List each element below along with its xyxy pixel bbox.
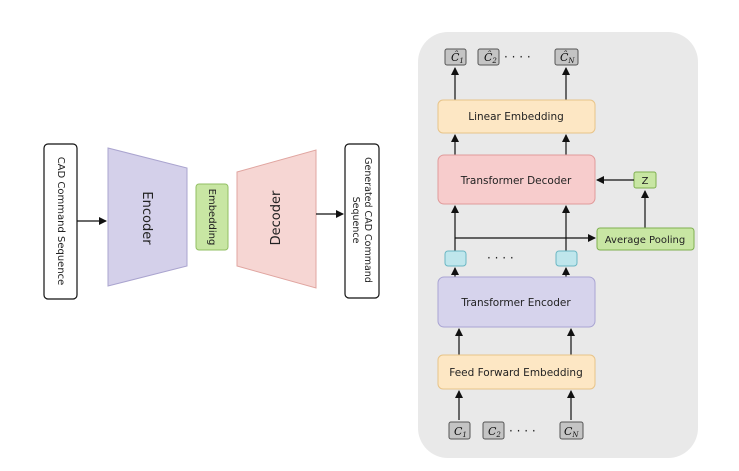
input-token-cn-sub: N [571,431,579,439]
svg-text:C2: C2 [488,425,501,439]
encoder-label: Encoder [139,191,154,245]
output-label-line2: Sequence [350,197,361,244]
output-sequence-label: Generated CAD Command Sequence [350,157,373,283]
output-token-c1-label: Ĉ [451,50,460,64]
linear-embedding-block [437,99,596,134]
left-autoencoder-diagram: CAD Command Sequence Encoder Embedding D… [43,143,380,300]
transformer-encoder-label: Transformer Encoder [460,297,571,309]
svg-text:C1: C1 [454,425,467,439]
embedding-label: Embedding [206,189,217,246]
svg-text:Ĉ2: Ĉ2 [484,50,497,65]
input-token-c2-sub: 2 [495,431,501,439]
output-sequence-box [344,143,380,299]
output-token-cn [554,48,579,66]
latent-cell-first [444,250,467,267]
encoder-block [107,147,188,287]
input-token-cn [559,421,584,440]
average-pooling-block [596,227,695,251]
input-token-c1-sub: 1 [462,431,466,439]
linear-embedding-label: Linear Embedding [468,111,564,123]
input-token-c1 [448,421,471,440]
latent-dots: · · · · [487,251,514,265]
z-label: Z [642,176,649,187]
output-token-c1 [444,48,467,66]
output-token-c1-sub: 1 [459,57,463,65]
transformer-encoder-block [437,276,596,328]
output-token-cn-label: Ĉ [560,50,569,64]
average-pooling-label: Average Pooling [605,235,685,246]
svg-text:CN: CN [564,425,579,439]
latent-cell-last [555,250,578,267]
feed-forward-embedding-label: Feed Forward Embedding [449,367,583,379]
input-token-cn-label: C [564,425,573,438]
output-dots: · · · · [504,50,531,64]
input-token-c2 [482,421,505,440]
svg-text:ĈN: ĈN [560,50,575,65]
right-panel-background [418,32,698,458]
output-token-c2-sub: 2 [491,57,497,65]
decoder-label: Decoder [269,190,284,245]
svg-text:Ĉ1: Ĉ1 [451,50,464,65]
decoder-block [236,149,317,289]
input-sequence-label: CAD Command Sequence [55,157,66,286]
output-token-c2 [477,48,500,66]
input-token-c1-label: C [454,425,463,438]
output-label-line1: Generated CAD Command [362,157,373,283]
input-token-c2-label: C [488,425,497,438]
output-token-c2-label: Ĉ [484,50,493,64]
embedding-block [195,183,229,251]
right-transformer-diagram: Ĉ1 Ĉ2 · · · · ĈN Linear Embedding Transf… [418,32,698,458]
feed-forward-embedding-block [437,354,596,390]
input-dots: · · · · [509,424,536,438]
transformer-decoder-block [437,154,596,205]
transformer-decoder-label: Transformer Decoder [460,175,572,187]
output-token-cn-sub: N [567,57,575,65]
